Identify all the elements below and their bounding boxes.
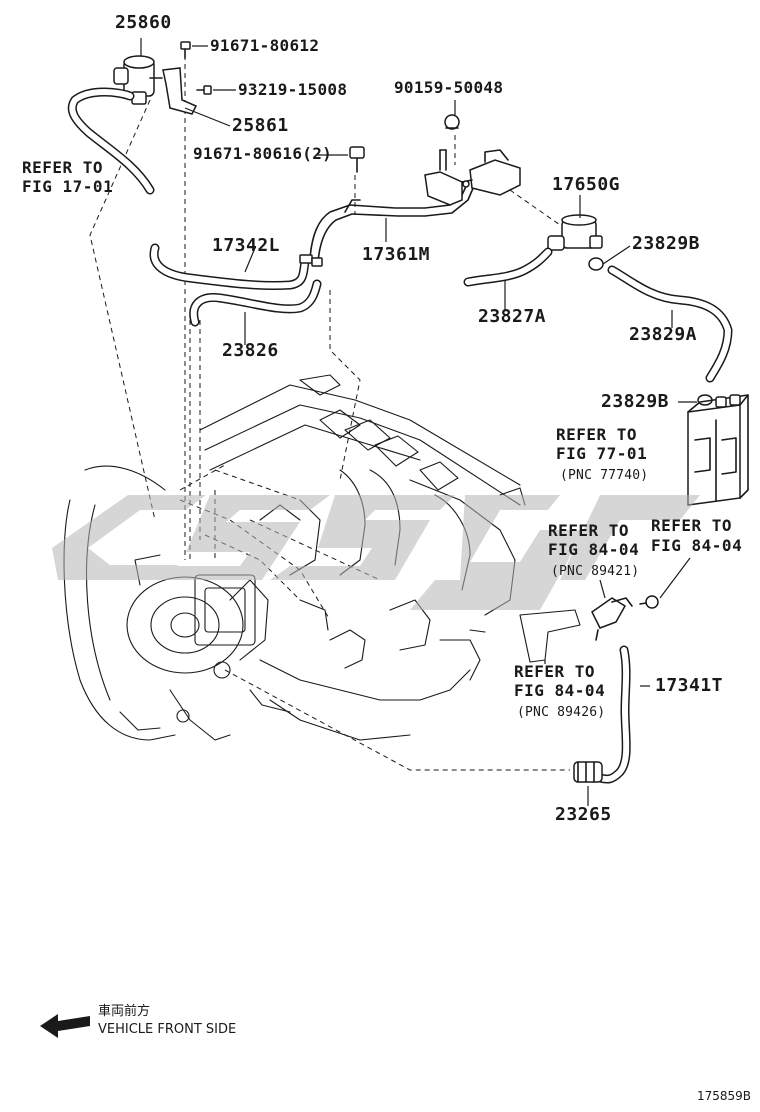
charcoal-canister[interactable] (687, 394, 749, 506)
part-23265-valve[interactable] (573, 761, 603, 783)
label-25861[interactable]: 25861 (232, 115, 289, 136)
label-25860[interactable]: 25860 (115, 12, 172, 33)
tube-17361m[interactable] (299, 181, 475, 267)
ref-84-04-a-link[interactable]: FIG 84-04 (548, 540, 640, 559)
hose-17342l[interactable] (149, 243, 310, 291)
label-17342l[interactable]: 17342L (212, 235, 281, 256)
label-93219-15008[interactable]: 93219-15008 (238, 80, 348, 99)
figure-code: 175859B (697, 1089, 752, 1103)
hose-23827a[interactable] (463, 247, 553, 287)
clamp-23829b-top-icon[interactable] (588, 257, 604, 271)
watermark-logo (52, 495, 700, 610)
clip-90159-50048-icon[interactable] (444, 114, 460, 130)
label-91671-80612[interactable]: 91671-80612 (210, 36, 320, 55)
label-17650g[interactable]: 17650G (552, 174, 621, 195)
label-17361m[interactable]: 17361M (362, 244, 431, 265)
label-90159-50048[interactable]: 90159-50048 (394, 78, 504, 97)
ref-84-04-a-pnc: (PNC 89421) (551, 564, 640, 579)
label-23265[interactable]: 23265 (555, 804, 612, 825)
engine-block-illustration (63, 374, 581, 741)
vehicle-front-arrow-icon (40, 1014, 90, 1038)
ref-77-01-line1: REFER TO (556, 425, 638, 444)
part-17650g-vsv[interactable] (547, 214, 603, 251)
ref-84-04-c-link[interactable]: FIG 84-04 (514, 681, 606, 700)
ref-84-04-c-pnc: (PNC 89426) (517, 705, 606, 720)
hose-17341t[interactable] (595, 645, 631, 784)
ref-84-04-b-line1: REFER TO (651, 516, 733, 535)
label-23829b-top[interactable]: 23829B (632, 233, 701, 254)
legend-english: VEHICLE FRONT SIDE (98, 1022, 237, 1037)
hose-23826[interactable] (189, 279, 322, 327)
ref-77-01-link[interactable]: FIG 77-01 (556, 444, 648, 463)
filter-assy-90159[interactable] (424, 149, 521, 206)
label-23827a[interactable]: 23827A (478, 306, 547, 327)
label-23829a[interactable]: 23829A (629, 324, 698, 345)
hose-refer-17-01 (67, 87, 155, 195)
hose-23829a[interactable] (607, 265, 733, 383)
bolt-91671-80616-icon[interactable] (349, 146, 365, 173)
part-25860-vsv[interactable] (113, 55, 163, 105)
ref-84-04-c-line1: REFER TO (514, 662, 596, 681)
sensor-89421[interactable] (591, 597, 633, 641)
label-leader-lines (140, 38, 697, 806)
legend-japanese: 車両前方 (98, 1004, 151, 1019)
ref-77-01-pnc: (PNC 77740) (560, 468, 649, 483)
ref-84-04-b-link[interactable]: FIG 84-04 (651, 536, 743, 555)
part-25861-bracket[interactable] (162, 67, 198, 115)
ref-17-01-line1: REFER TO (22, 158, 104, 177)
label-23826[interactable]: 23826 (222, 340, 279, 361)
ref-84-04-a-line1: REFER TO (548, 521, 630, 540)
label-91671-80616[interactable]: 91671-80616(2) (193, 144, 333, 163)
label-17341t[interactable]: 17341T (655, 675, 724, 696)
bolt-93219-15008-icon[interactable] (196, 85, 212, 95)
label-23829b-bottom[interactable]: 23829B (601, 391, 670, 412)
ref-17-01-link[interactable]: FIG 17-01 (22, 177, 114, 196)
bolt-84-04-icon[interactable] (639, 595, 659, 609)
bolt-91671-80612-icon[interactable] (180, 41, 191, 59)
